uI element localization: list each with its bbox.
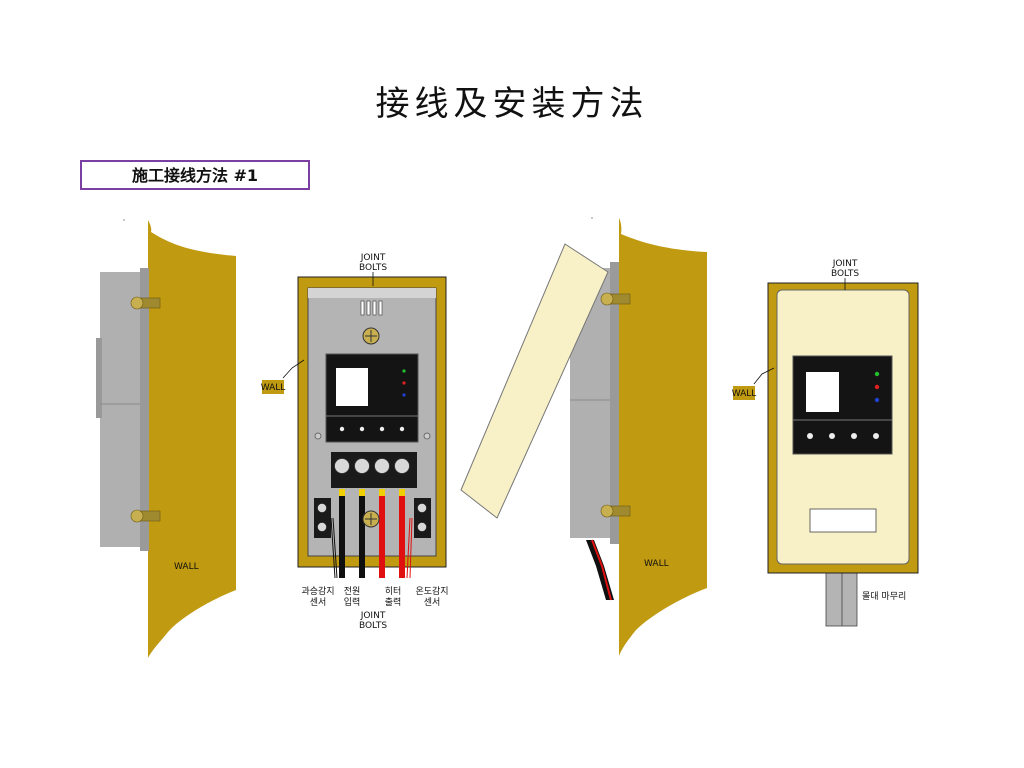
vent-slot: [366, 300, 371, 316]
terminal-screw: [394, 458, 410, 474]
housing-plate: [610, 262, 619, 544]
module-button: [379, 426, 385, 432]
joint-bolts-label-top: BOLTS: [359, 263, 387, 273]
wire-sensor-thin: [330, 517, 336, 579]
wire-ferrule: [359, 489, 365, 496]
page-title: 接线及安装方法: [375, 84, 649, 124]
housing-top-strip: [308, 288, 436, 298]
wire-label-overcurrent: 과승감지: [301, 585, 334, 597]
housing-plate: [140, 268, 149, 551]
side-view-mounted: WALL: [96, 220, 236, 658]
display-window: [336, 368, 368, 406]
wire-heater-red: [379, 496, 385, 578]
led-red: [874, 384, 880, 390]
wire-label-power: 입력: [344, 596, 361, 608]
module-button: [399, 426, 405, 432]
module-button: [339, 426, 345, 432]
wall-label-2: WALL: [261, 383, 286, 393]
joint-bolts-label-bottom: BOLTS: [359, 621, 387, 631]
mount-screw-head-bottom: [130, 509, 144, 523]
mount-screw-head-top: [600, 292, 614, 306]
led-green: [402, 369, 406, 373]
joint-bolts-label-front: JOINT: [832, 259, 858, 269]
vent-slot: [360, 300, 365, 316]
led-red: [402, 381, 406, 385]
screw-hole-right: [423, 432, 431, 440]
vent-slot: [378, 300, 383, 316]
label-window: [809, 508, 877, 533]
section-label: 施工接线方法 #1: [80, 160, 310, 190]
wire-heater-red: [399, 496, 405, 578]
joint-bolts-label-front: BOLTS: [831, 269, 859, 279]
terminal-screw: [334, 458, 350, 474]
wire-label-temp: 센서: [424, 597, 441, 608]
joint-bolts-label-top: JOINT: [360, 253, 386, 263]
module-button: [873, 433, 879, 439]
speck: [123, 219, 125, 221]
module-button: [359, 426, 365, 432]
led-green: [874, 371, 880, 377]
wire-power-black: [359, 496, 365, 578]
wall-label-3: WALL: [644, 559, 669, 569]
wall-section: [148, 220, 236, 658]
cable-duct: [825, 567, 858, 627]
module-button: [829, 433, 835, 439]
wire-label-power: 전원: [344, 586, 361, 597]
housing-rib: [96, 338, 102, 418]
wall-tag: [733, 386, 755, 400]
display-window: [806, 372, 839, 412]
wire-power-black: [339, 496, 345, 578]
front-view-closed: JOINT BOLTS WALL 몰대 마무리: [732, 259, 919, 627]
mount-screw-head-bottom: [600, 504, 614, 518]
wire-ferrule: [399, 489, 405, 496]
terminal-screw: [374, 458, 390, 474]
wire-label-heater: 출력: [385, 596, 402, 608]
led-blue: [874, 397, 880, 403]
wall-section: [619, 218, 707, 656]
wire-sensor-thin: [332, 517, 338, 579]
module-button: [851, 433, 857, 439]
wire-ferrule: [379, 489, 385, 496]
wall-tag: [262, 380, 284, 394]
module-button: [807, 433, 813, 439]
front-view-open: JOINT BOLTS JOINT BOLTS WALL 과승감지 센서 전원 …: [261, 253, 449, 631]
wall-label-4: WALL: [732, 389, 757, 399]
vent-slot: [372, 300, 377, 316]
wire-label-overcurrent: 센서: [310, 597, 327, 608]
cable-finish-label: 몰대 마무리: [862, 591, 906, 602]
screw-hole-left: [314, 432, 322, 440]
wire-label-heater: 히터: [385, 586, 402, 597]
cable-bundle: [586, 540, 614, 600]
side-view-cover-open: WALL: [460, 218, 707, 656]
cover-lid: [460, 243, 609, 519]
mount-screw-head-top: [130, 296, 144, 310]
joint-bolts-label-bottom: JOINT: [360, 611, 386, 621]
led-blue: [402, 393, 406, 397]
wire-temp-thin: [406, 517, 411, 579]
wire-label-temp: 온도감지: [415, 585, 448, 597]
wire-temp-thin: [409, 517, 413, 579]
speck: [591, 217, 593, 219]
wall-label-1: WALL: [174, 562, 199, 572]
terminal-screw: [354, 458, 370, 474]
wire-ferrule: [339, 489, 345, 496]
